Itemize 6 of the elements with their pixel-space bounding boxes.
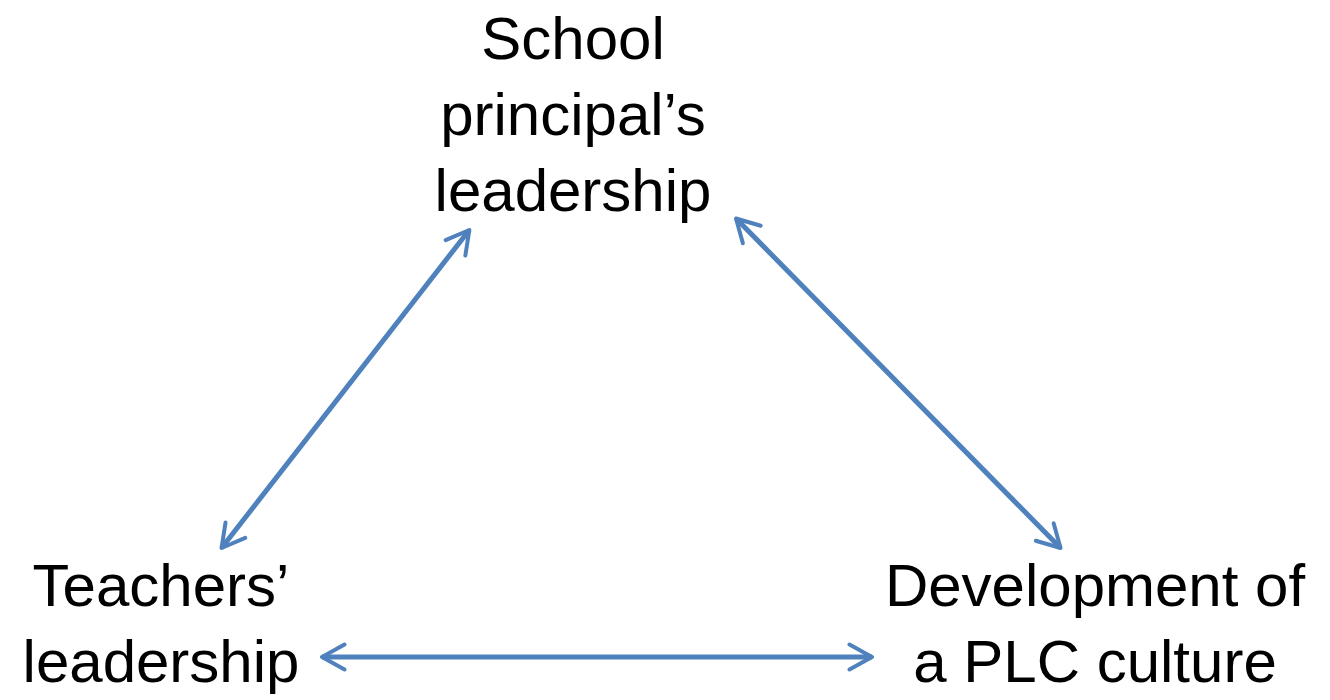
node-label: Development of a PLC culture (883, 551, 1307, 697)
node-label: Teachers’ leadership (21, 551, 301, 697)
node-label: School principal’s leadership (433, 4, 713, 226)
double-arrow (734, 216, 1063, 550)
double-arrow (219, 228, 472, 550)
double-arrow (320, 642, 874, 672)
